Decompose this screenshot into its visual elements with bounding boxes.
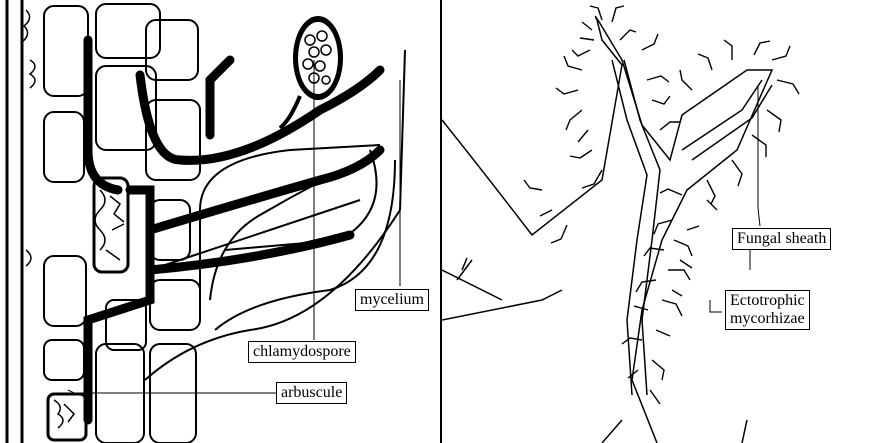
root-outline-bottom-2 [742, 420, 747, 443]
arbuscule-label: arbuscule [276, 382, 347, 404]
chlamydospore-label: chlamydospore [248, 341, 356, 363]
root-outline-bottom [602, 420, 622, 443]
root-outline-left-2 [442, 290, 562, 320]
root-outline [442, 17, 772, 443]
ectomycorrhiza-panel: Fungal sheath Ectotrophic mycorhizae [442, 0, 879, 443]
endomycorrhiza-panel: mycelium chlamydospore arbuscule [0, 0, 442, 443]
arbuscule-branches [22, 10, 124, 428]
root-inner-line [612, 60, 647, 395]
right-leader-lines [710, 86, 760, 312]
root-scratch [457, 258, 472, 280]
mycelium-label: mycelium [355, 289, 429, 311]
hyphae [88, 40, 380, 420]
ectotrophic-label-line1: Ectotrophic [730, 292, 805, 309]
ectotrophic-label-line2: mycorhizae [730, 310, 805, 327]
root-outline-left [442, 270, 502, 300]
fungal-sheath-label: Fungal sheath [732, 228, 831, 250]
ectotrophic-mycorhizae-label: Ectotrophic mycorhizae [725, 290, 810, 330]
endomycorrhiza-drawing [0, 0, 442, 443]
ectomycorrhiza-drawing [442, 0, 879, 443]
